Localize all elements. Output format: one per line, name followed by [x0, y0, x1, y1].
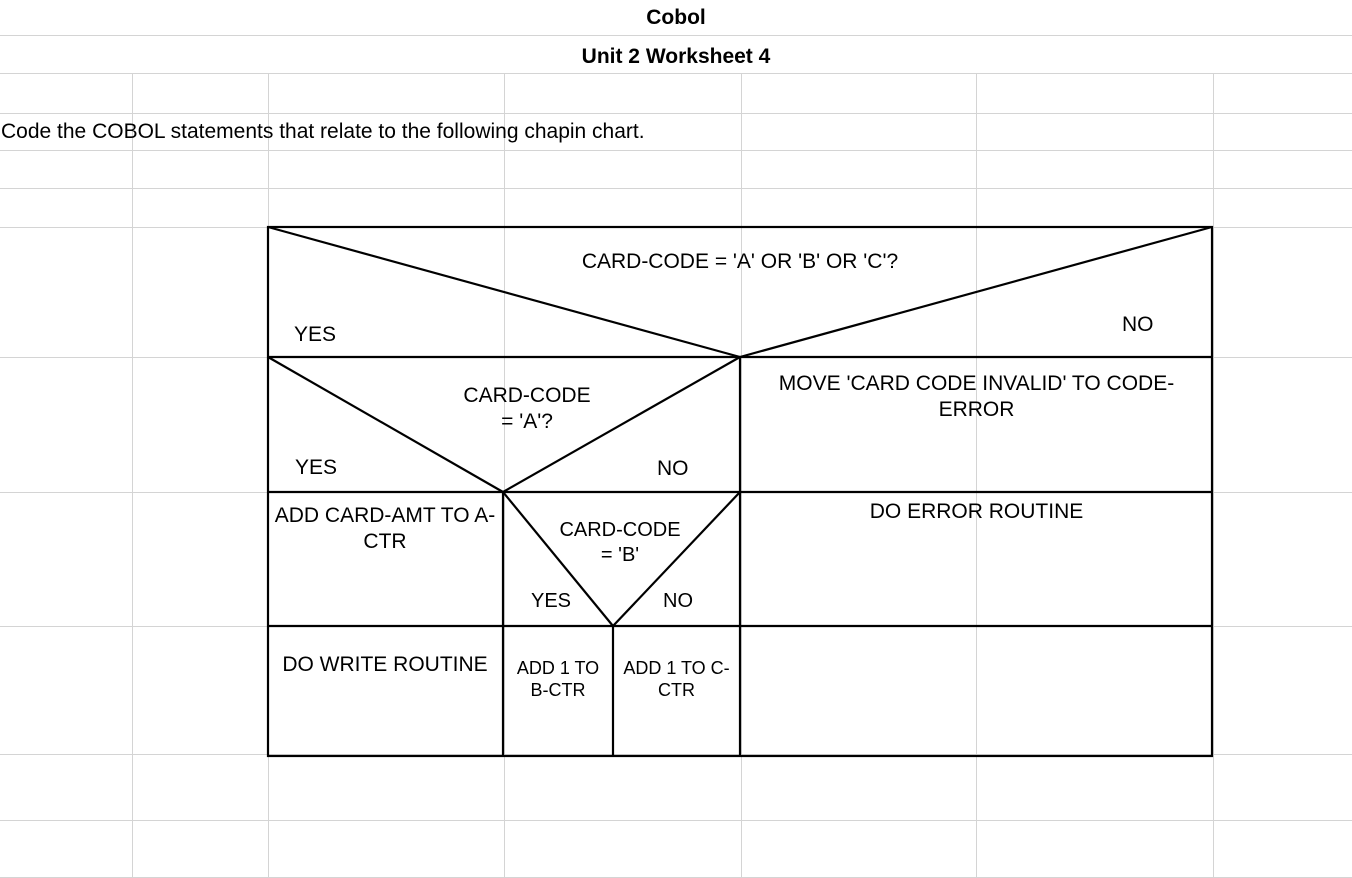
process-do-error-routine: DO ERROR ROUTINE	[869, 499, 1084, 523]
process-move-card-code-invalid: MOVE 'CARD CODE INVALID' TO CODE-ERROR	[778, 371, 1175, 421]
page-title: Cobol	[646, 6, 706, 29]
decision-3-yes-label: YES	[531, 590, 572, 612]
process-add-1-to-b-ctr: ADD 1 TO B-CTR	[516, 657, 600, 700]
instruction-text: Code the COBOL statements that relate to…	[1, 120, 645, 143]
chart-lines	[266, 225, 1214, 758]
decision-1-yes-label: YES	[294, 323, 337, 346]
decision-1-no-label: NO	[1122, 313, 1154, 336]
decision-2-yes-label: YES	[295, 456, 338, 479]
decision-1-condition: CARD-CODE = 'A' OR 'B' OR 'C'?	[581, 249, 899, 273]
decision-2-condition: CARD-CODE = 'A'?	[463, 383, 591, 433]
page-subtitle: Unit 2 Worksheet 4	[581, 45, 771, 68]
chapin-chart: CARD-CODE = 'A' OR 'B' OR 'C'? YES NO CA…	[266, 225, 1214, 758]
decision-2-no-label: NO	[657, 457, 689, 480]
process-add-1-to-c-ctr: ADD 1 TO C-CTR	[623, 657, 730, 700]
process-do-write-routine: DO WRITE ROUTINE	[282, 652, 488, 676]
decision-3-no-label: NO	[663, 590, 693, 612]
decision-3-condition: CARD-CODE = 'B'	[559, 519, 681, 566]
process-add-card-amt-to-a-ctr: ADD CARD-AMT TO A-CTR	[274, 503, 496, 553]
